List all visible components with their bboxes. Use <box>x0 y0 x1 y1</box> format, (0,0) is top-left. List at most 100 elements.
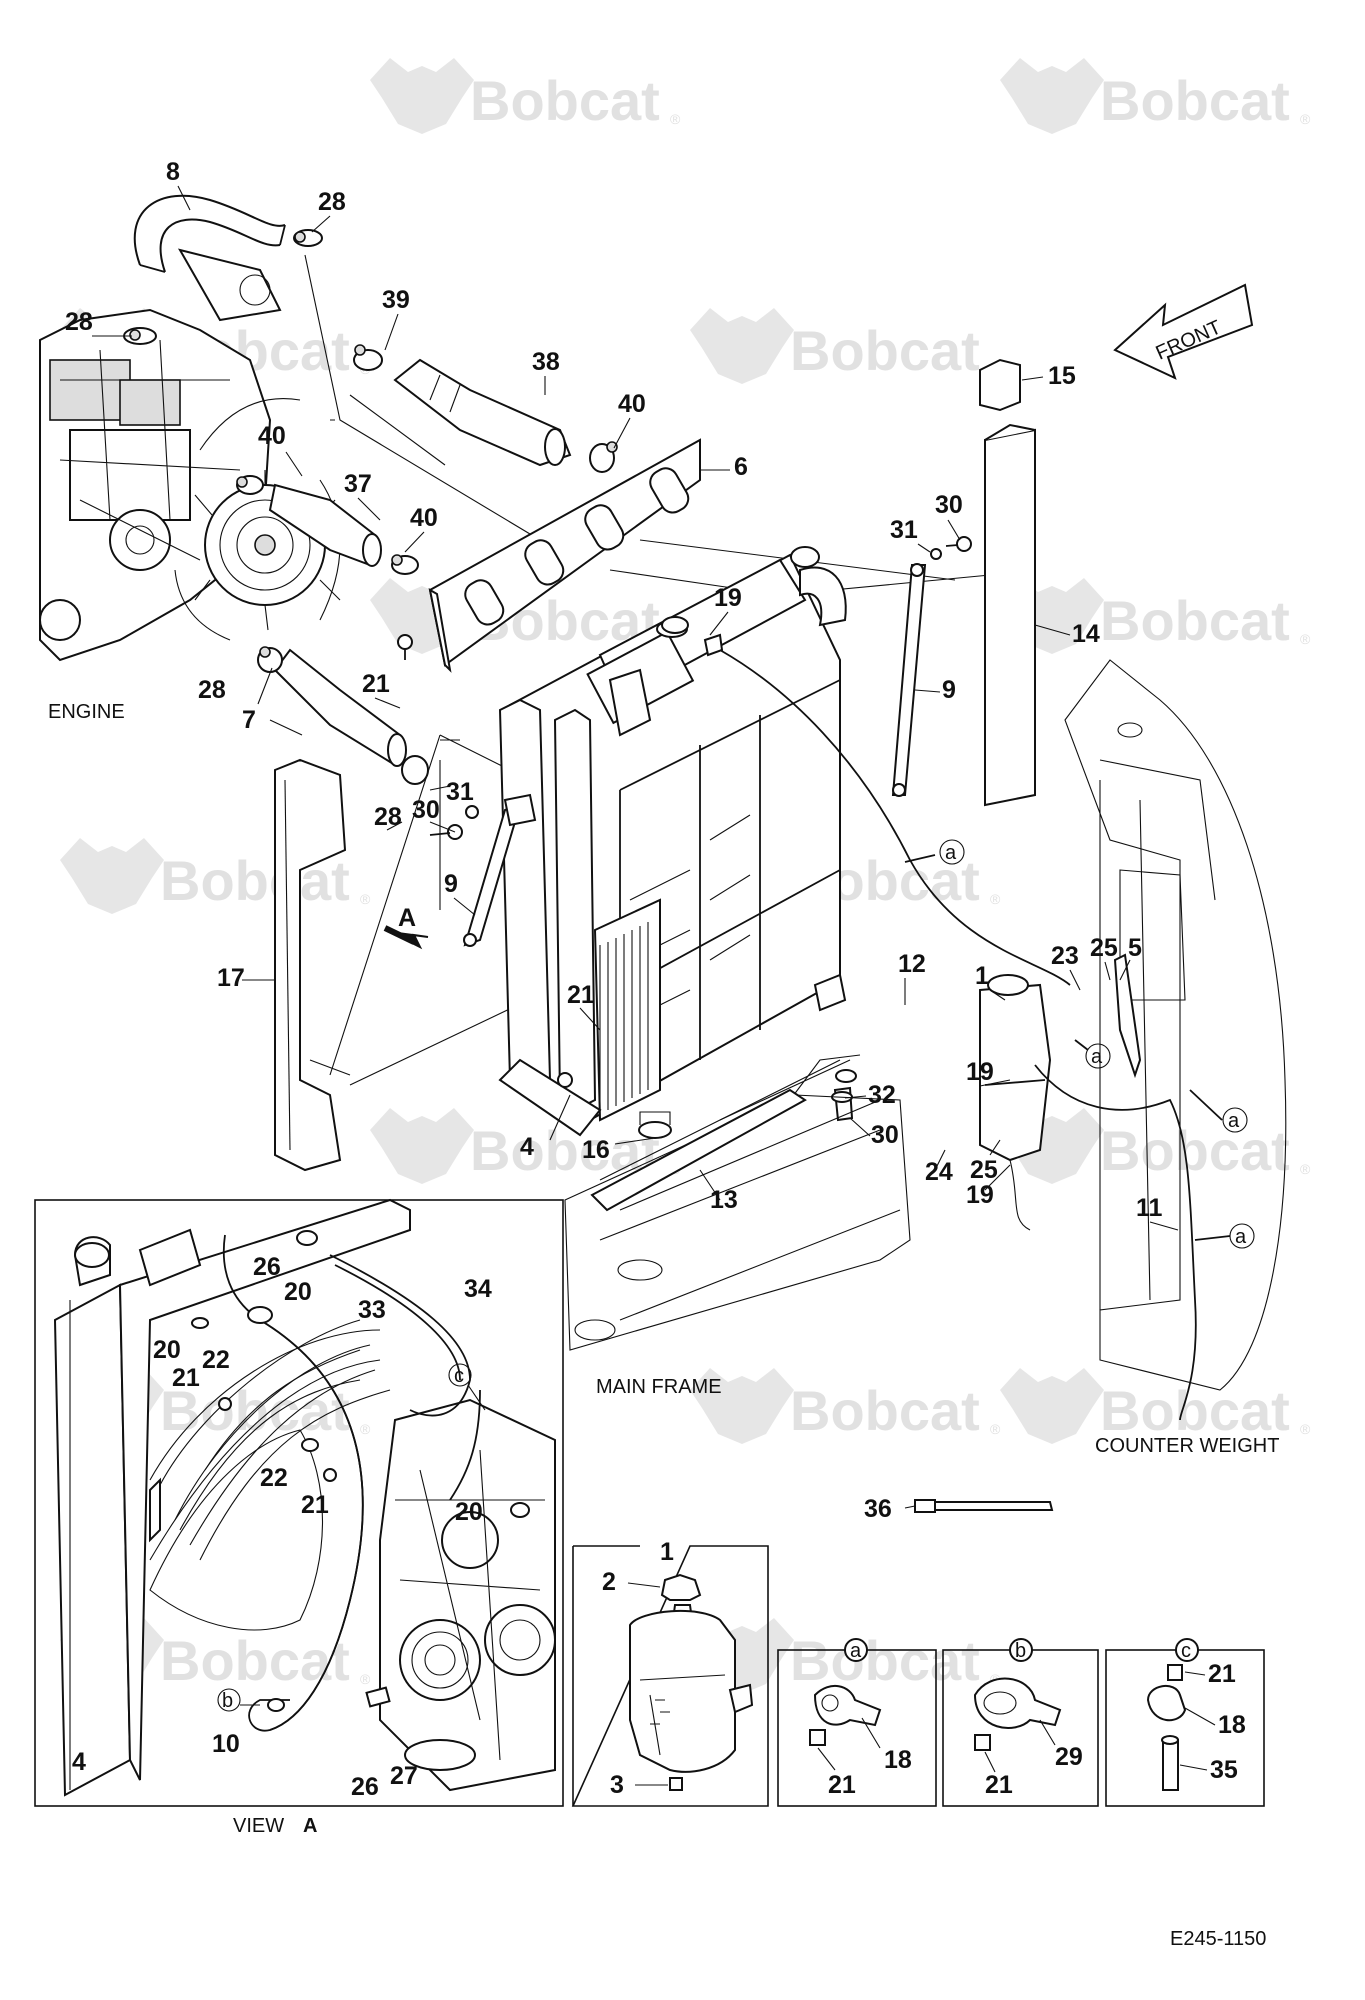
svg-text:3: 3 <box>610 1771 624 1799</box>
svg-text:28: 28 <box>198 676 226 704</box>
radiator-cap <box>661 616 724 657</box>
svg-text:5: 5 <box>1128 934 1142 962</box>
svg-text:®: ® <box>990 891 1001 907</box>
svg-text:20: 20 <box>153 1336 181 1364</box>
svg-text:a: a <box>1091 1046 1103 1068</box>
svg-text:18: 18 <box>1218 1711 1246 1739</box>
rubber-mount-16 <box>638 1111 672 1139</box>
svg-text:28: 28 <box>318 188 346 216</box>
svg-text:c: c <box>1181 1640 1191 1662</box>
svg-text:a: a <box>945 842 957 864</box>
hose-7 <box>273 648 407 767</box>
svg-text:®: ® <box>670 111 681 127</box>
svg-text:Bobcat: Bobcat <box>160 1629 350 1692</box>
svg-text:30: 30 <box>412 796 440 824</box>
svg-text:1: 1 <box>975 962 989 990</box>
engine-caption: ENGINE <box>48 701 125 723</box>
svg-text:1: 1 <box>660 1538 674 1566</box>
svg-text:21: 21 <box>828 1771 856 1799</box>
svg-text:20: 20 <box>455 1498 483 1526</box>
bar-cap-15 <box>979 358 1021 412</box>
coolant-reservoir <box>979 953 1142 1231</box>
svg-text:Bobcat: Bobcat <box>470 69 660 132</box>
svg-text:9: 9 <box>444 870 458 898</box>
watermark: Bobcat® <box>690 1618 1001 1694</box>
watermark: Bobcat® <box>690 308 1001 384</box>
svg-text:Bobcat: Bobcat <box>1100 1379 1290 1442</box>
svg-text:38: 38 <box>532 348 560 376</box>
support-bar-14 <box>984 423 1036 807</box>
radiator-assembly <box>498 546 847 1137</box>
svg-text:25: 25 <box>970 1156 998 1184</box>
svg-text:®: ® <box>360 1671 371 1687</box>
svg-text:4: 4 <box>520 1133 534 1161</box>
svg-text:40: 40 <box>258 422 286 450</box>
overflow-hose-12 <box>719 649 1071 986</box>
svg-text:23: 23 <box>1051 942 1079 970</box>
svg-text:16: 16 <box>582 1136 610 1164</box>
svg-text:Bobcat: Bobcat <box>790 1379 980 1442</box>
stay-rod-9-lower <box>463 793 537 947</box>
svg-text:a: a <box>850 1640 862 1662</box>
svg-text:a: a <box>1235 1226 1247 1248</box>
svg-text:Bobcat: Bobcat <box>160 1379 350 1442</box>
hose-11: a a a <box>1034 1039 1255 1421</box>
svg-text:33: 33 <box>358 1296 386 1324</box>
svg-text:36: 36 <box>864 1495 892 1523</box>
svg-text:®: ® <box>990 1421 1001 1437</box>
drawing-code: E245-1150 <box>1170 1928 1266 1950</box>
view-a-caption-letter: A <box>303 1815 317 1837</box>
svg-text:31: 31 <box>890 516 918 544</box>
svg-text:34: 34 <box>464 1275 492 1303</box>
svg-text:8: 8 <box>166 158 180 186</box>
watermark: Bobcat ® <box>370 58 681 134</box>
seal-17 <box>274 758 347 1172</box>
detail-b-inset: b 29 21 <box>942 1638 1099 1807</box>
svg-text:32: 32 <box>868 1081 896 1109</box>
shroud-panel-6 <box>428 438 701 673</box>
view-a-arrow: A <box>383 904 429 950</box>
svg-text:13: 13 <box>710 1186 738 1214</box>
svg-text:22: 22 <box>202 1346 230 1374</box>
svg-text:A: A <box>398 904 416 932</box>
svg-text:21: 21 <box>567 981 595 1009</box>
svg-text:a: a <box>1228 1110 1240 1132</box>
front-arrow: FRONT <box>1113 283 1254 380</box>
svg-text:15: 15 <box>1048 362 1076 390</box>
counter-weight-caption: COUNTER WEIGHT <box>1095 1435 1279 1457</box>
svg-text:Bobcat: Bobcat <box>1100 1119 1290 1182</box>
bar-13 <box>590 1088 807 1212</box>
svg-text:2: 2 <box>602 1568 616 1596</box>
svg-text:21: 21 <box>301 1491 329 1519</box>
svg-text:21: 21 <box>172 1364 200 1392</box>
svg-text:27: 27 <box>390 1762 418 1790</box>
watermark: Bobcat® <box>1000 58 1311 134</box>
svg-text:19: 19 <box>714 584 742 612</box>
svg-text:®: ® <box>1300 631 1311 647</box>
svg-text:4: 4 <box>72 1748 86 1776</box>
svg-text:30: 30 <box>871 1121 899 1149</box>
main-frame-caption: MAIN FRAME <box>596 1376 722 1398</box>
watermark: Bobcat ® <box>690 1368 1001 1444</box>
tank-detail-inset: 1 2 3 <box>571 1538 769 1807</box>
svg-text:10: 10 <box>212 1730 240 1758</box>
callouts-main: 8 28 28 39 38 40 40 37 40 6 31 30 19 15 … <box>65 158 1163 1523</box>
svg-text:Bobcat: Bobcat <box>470 1119 660 1182</box>
svg-text:21: 21 <box>985 1771 1013 1799</box>
svg-text:37: 37 <box>344 470 372 498</box>
stay-rod-9-upper <box>891 563 927 797</box>
main-frame: MAIN FRAME <box>564 1054 911 1398</box>
svg-text:28: 28 <box>374 803 402 831</box>
svg-text:b: b <box>1015 1640 1026 1662</box>
detail-c-inset: c 21 18 35 <box>1105 1638 1265 1807</box>
svg-text:39: 39 <box>382 286 410 314</box>
counter-weight: COUNTER WEIGHT <box>1064 659 1287 1457</box>
svg-text:7: 7 <box>242 706 256 734</box>
svg-text:Bobcat: Bobcat <box>790 1629 980 1692</box>
svg-text:12: 12 <box>898 950 926 978</box>
svg-text:28: 28 <box>65 308 93 336</box>
svg-text:26: 26 <box>351 1773 379 1801</box>
svg-text:®: ® <box>360 1421 371 1437</box>
detail-marker-a: a <box>904 839 965 865</box>
